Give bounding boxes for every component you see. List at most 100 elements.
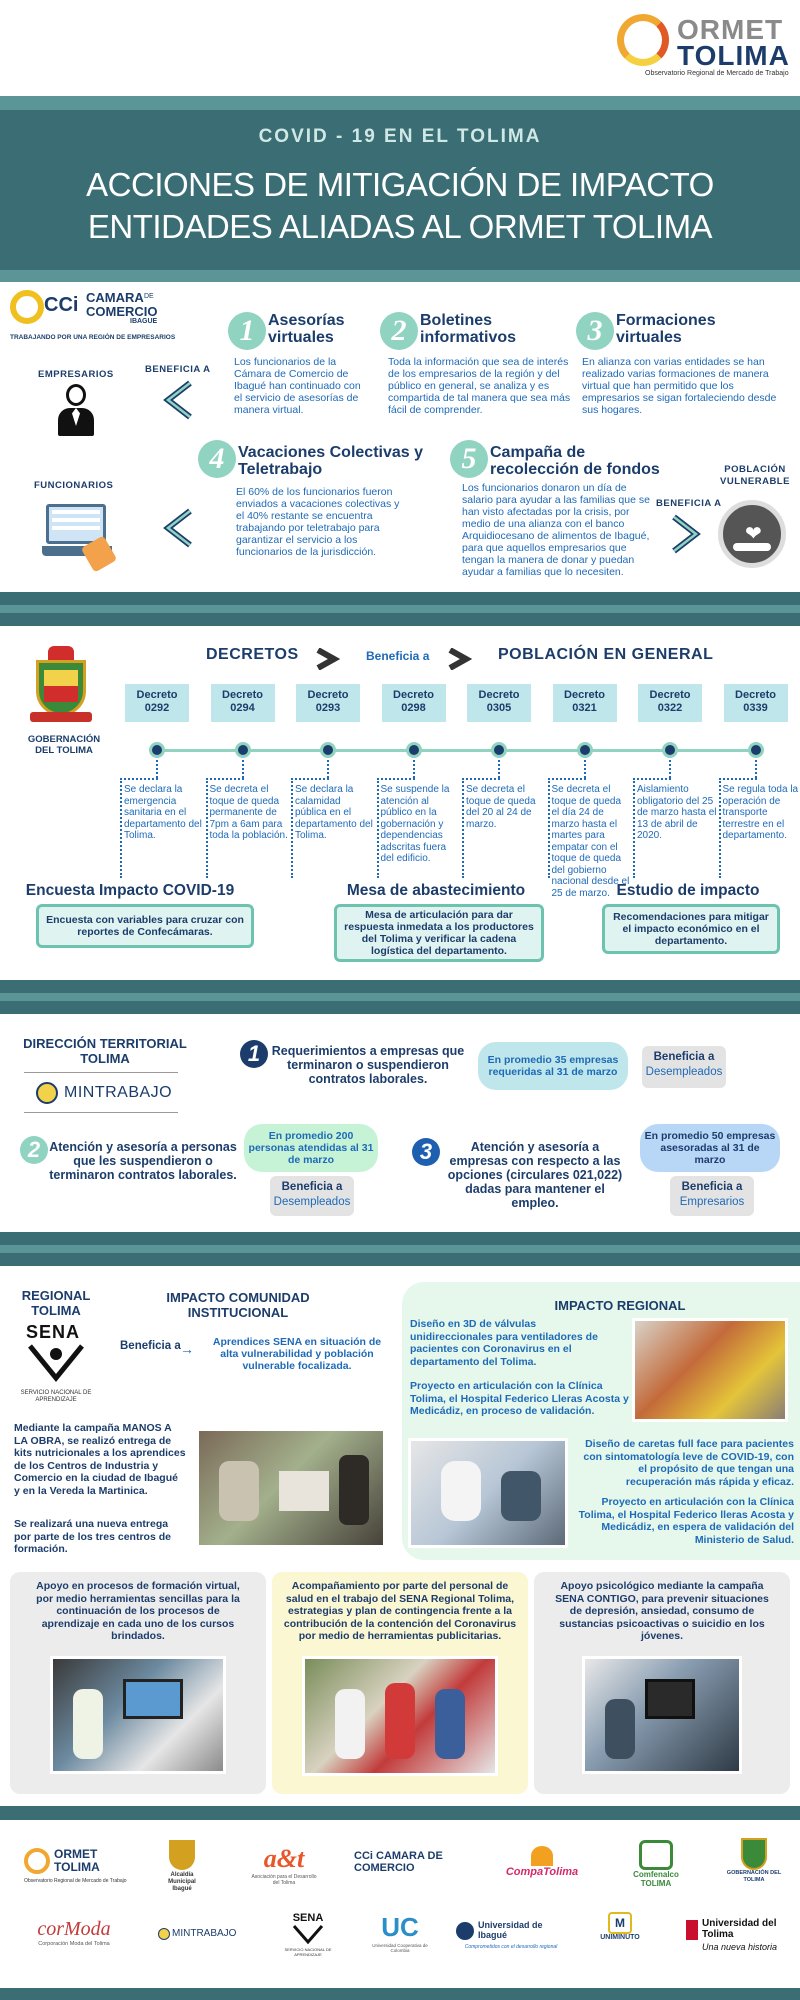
decree-0322-dot <box>662 742 678 758</box>
decree-0339-bracket-top <box>718 778 757 780</box>
camara-logo-line2: COMERCIO <box>86 304 158 319</box>
decree-0294-dot <box>234 742 251 758</box>
decree-0293-dot <box>320 742 336 758</box>
decree-number: 0321 <box>572 702 597 714</box>
mint-item-2-bubble: En promedio 200 personas atendidas al 31… <box>244 1124 378 1172</box>
mint-item-1-benef-target: Desempleados <box>645 1066 723 1078</box>
estudio-title: Estudio de impacto <box>616 882 760 899</box>
camara-logo: CCi CAMARA DE COMERCIO IBAGUE TRABAJANDO… <box>10 288 175 344</box>
decretos-heading: DECRETOS <box>206 646 299 663</box>
decree-0298-connector <box>412 760 415 778</box>
decree-0292-connector <box>156 760 158 778</box>
camara-item-2-number: 2 <box>380 312 418 350</box>
camara-item-5-title: Campaña de recolección de fondos <box>490 444 660 478</box>
mintrabajo-title: DIRECCIÓN TERRITORIAL TOLIMA <box>23 1036 187 1066</box>
decree-label: Decreto <box>136 689 178 701</box>
decree-0292-description: Se declara la emergencia sanitaria en el… <box>124 784 202 841</box>
manos-obra-p2: Se realizará una nueva entrega por parte… <box>14 1518 171 1555</box>
mint-item-3-benef-target: Empresarios <box>679 1196 745 1208</box>
sena-beneficia-target: Aprendices SENA en situación de alta vul… <box>212 1336 382 1372</box>
mint-item-2-benef-label: Beneficia a <box>281 1181 343 1193</box>
decree-0339-connector <box>754 760 757 778</box>
label-beneficia-a: BENEFICIA A <box>145 364 211 375</box>
mint-item-3-benef-label: Beneficia a <box>681 1181 743 1193</box>
photo-psychological-support <box>582 1656 742 1774</box>
camara-item-4-body: El 60% de los funcionarios fueron enviad… <box>236 486 400 558</box>
decree-0298-description: Se suspende la atención al público en la… <box>380 784 450 864</box>
arrow-right-thin-icon: → <box>180 1341 194 1357</box>
photo-face-shields <box>408 1438 568 1548</box>
decree-number: 0298 <box>401 702 426 714</box>
mint-item-2-benef: Beneficia a Desempleados <box>270 1176 354 1216</box>
decree-0322-bracket <box>633 778 635 878</box>
decree-0292-bracket <box>120 778 122 878</box>
label-beneficia-a-2: BENEFICIA A <box>656 498 722 509</box>
divider-3-light <box>0 1245 800 1253</box>
footer-logo-alcaldia: Alcaldía Municipal Ibagué <box>160 1840 204 1893</box>
decree-0293-bracket <box>291 778 293 878</box>
camara-item-3-title: Formaciones virtuales <box>616 312 716 346</box>
decree-0298-bracket <box>376 778 379 878</box>
gobernacion-shield-icon <box>30 646 92 728</box>
decree-number: 0292 <box>144 702 170 714</box>
decree-0294-bracket <box>205 778 208 878</box>
decree-0322-bracket-top <box>633 778 671 780</box>
ormet-logo-icon <box>617 14 669 66</box>
ormet-logo-line1: ORMET <box>677 14 784 45</box>
divider-2-light <box>0 993 800 1001</box>
decree-number: 0294 <box>230 702 255 714</box>
mint-item-2-benef-target: Desempleados <box>273 1196 351 1208</box>
decree-0321-bracket-top <box>547 778 586 780</box>
divider-1-light <box>0 605 800 613</box>
footer-logo-cormoda: corModa Corporación Moda del Tolima <box>37 1918 111 1947</box>
header-title-line1: ACCIONES DE MITIGACIÓN DE IMPACTO <box>86 166 714 203</box>
mint-item-2-number: 2 <box>20 1136 48 1164</box>
decretos-beneficia: Beneficia a <box>366 649 430 663</box>
mint-item-3-benef: Beneficia a Empresarios <box>670 1176 754 1216</box>
camara-logo-de: DE <box>144 293 154 300</box>
decree-0294-connector <box>241 760 244 778</box>
decree-0321-dot <box>576 742 593 758</box>
mesa-box: Mesa de articulación para dar respuesta … <box>334 904 544 962</box>
decree-0294-bracket-top <box>205 778 244 780</box>
encuesta-title: Encuesta Impacto COVID-19 <box>25 882 235 899</box>
heart-hand-icon: ❤ <box>718 500 786 568</box>
footer-logo-gobernacion: GOBERNACIÓN DEL TOLIMA <box>726 1838 782 1883</box>
mint-item-1-bubble: En promedio 35 empresas requeridas al 31… <box>478 1042 628 1090</box>
decree-0298-dot <box>405 742 422 758</box>
decree-0322-description: Aislamiento obligatorio del 25 de marzo … <box>637 784 717 841</box>
reg-p2: Proyecto en articulación con la Clínica … <box>410 1380 629 1417</box>
mint-item-3-text: Atención y asesoría a empresas con respe… <box>447 1140 623 1210</box>
decree-0292-dot <box>149 742 165 758</box>
mintrabajo-logo: MINTRABAJO <box>64 1084 173 1101</box>
camara-logo-icon <box>10 290 44 324</box>
photo-valves <box>632 1318 788 1422</box>
mesa-title: Mesa de abastecimiento <box>346 882 526 899</box>
camara-item-4-title: Vacaciones Colectivas y Teletrabajo <box>238 444 423 478</box>
camara-item-1-title: Asesorías virtuales <box>268 312 345 346</box>
manos-obra-p1: Mediante la campaña MANOS A LA OBRA, se … <box>14 1422 186 1497</box>
reg-p3: Diseño de caretas full face para pacient… <box>583 1438 794 1488</box>
sena-logo-text: SENA <box>26 1322 81 1342</box>
decree-0292-bracket-top <box>120 778 158 780</box>
header-kicker: COVID - 19 EN EL TOLIMA <box>258 126 542 147</box>
footer-band <box>0 1988 800 2000</box>
camara-item-4-number: 4 <box>198 440 236 478</box>
decree-label: Decreto <box>222 689 263 701</box>
sena-card-salud-text: Acompañamiento por parte del personal de… <box>283 1580 517 1642</box>
reg-p4: Proyecto en articulación con la Clínica … <box>578 1496 794 1546</box>
sena-beneficia: Beneficia a <box>120 1340 181 1352</box>
decree-0339-bracket <box>718 778 721 878</box>
chevron-left-icon-2 <box>163 508 192 548</box>
camara-item-1-body: Los funcionarios de la Cámara de Comerci… <box>234 356 361 416</box>
sena-card-psicologico-text: Apoyo psicológico mediante la campaña SE… <box>555 1580 769 1642</box>
gobernacion-label: GOBERNACIÓN DEL TOLIMA <box>27 734 101 756</box>
footer-logo-uc: UC Universidad Cooperativa de Colombia <box>372 1912 428 1953</box>
camara-item-3-number: 3 <box>576 312 614 350</box>
footer-logo-compatolima: CompaTolima <box>504 1846 580 1878</box>
camara-logo-city: IBAGUE <box>130 318 158 325</box>
camara-logo-tagline: TRABAJANDO POR UNA REGIÓN DE EMPRESARIOS <box>10 334 176 341</box>
colombia-seal-icon <box>36 1082 58 1104</box>
empresario-icon <box>56 384 96 438</box>
